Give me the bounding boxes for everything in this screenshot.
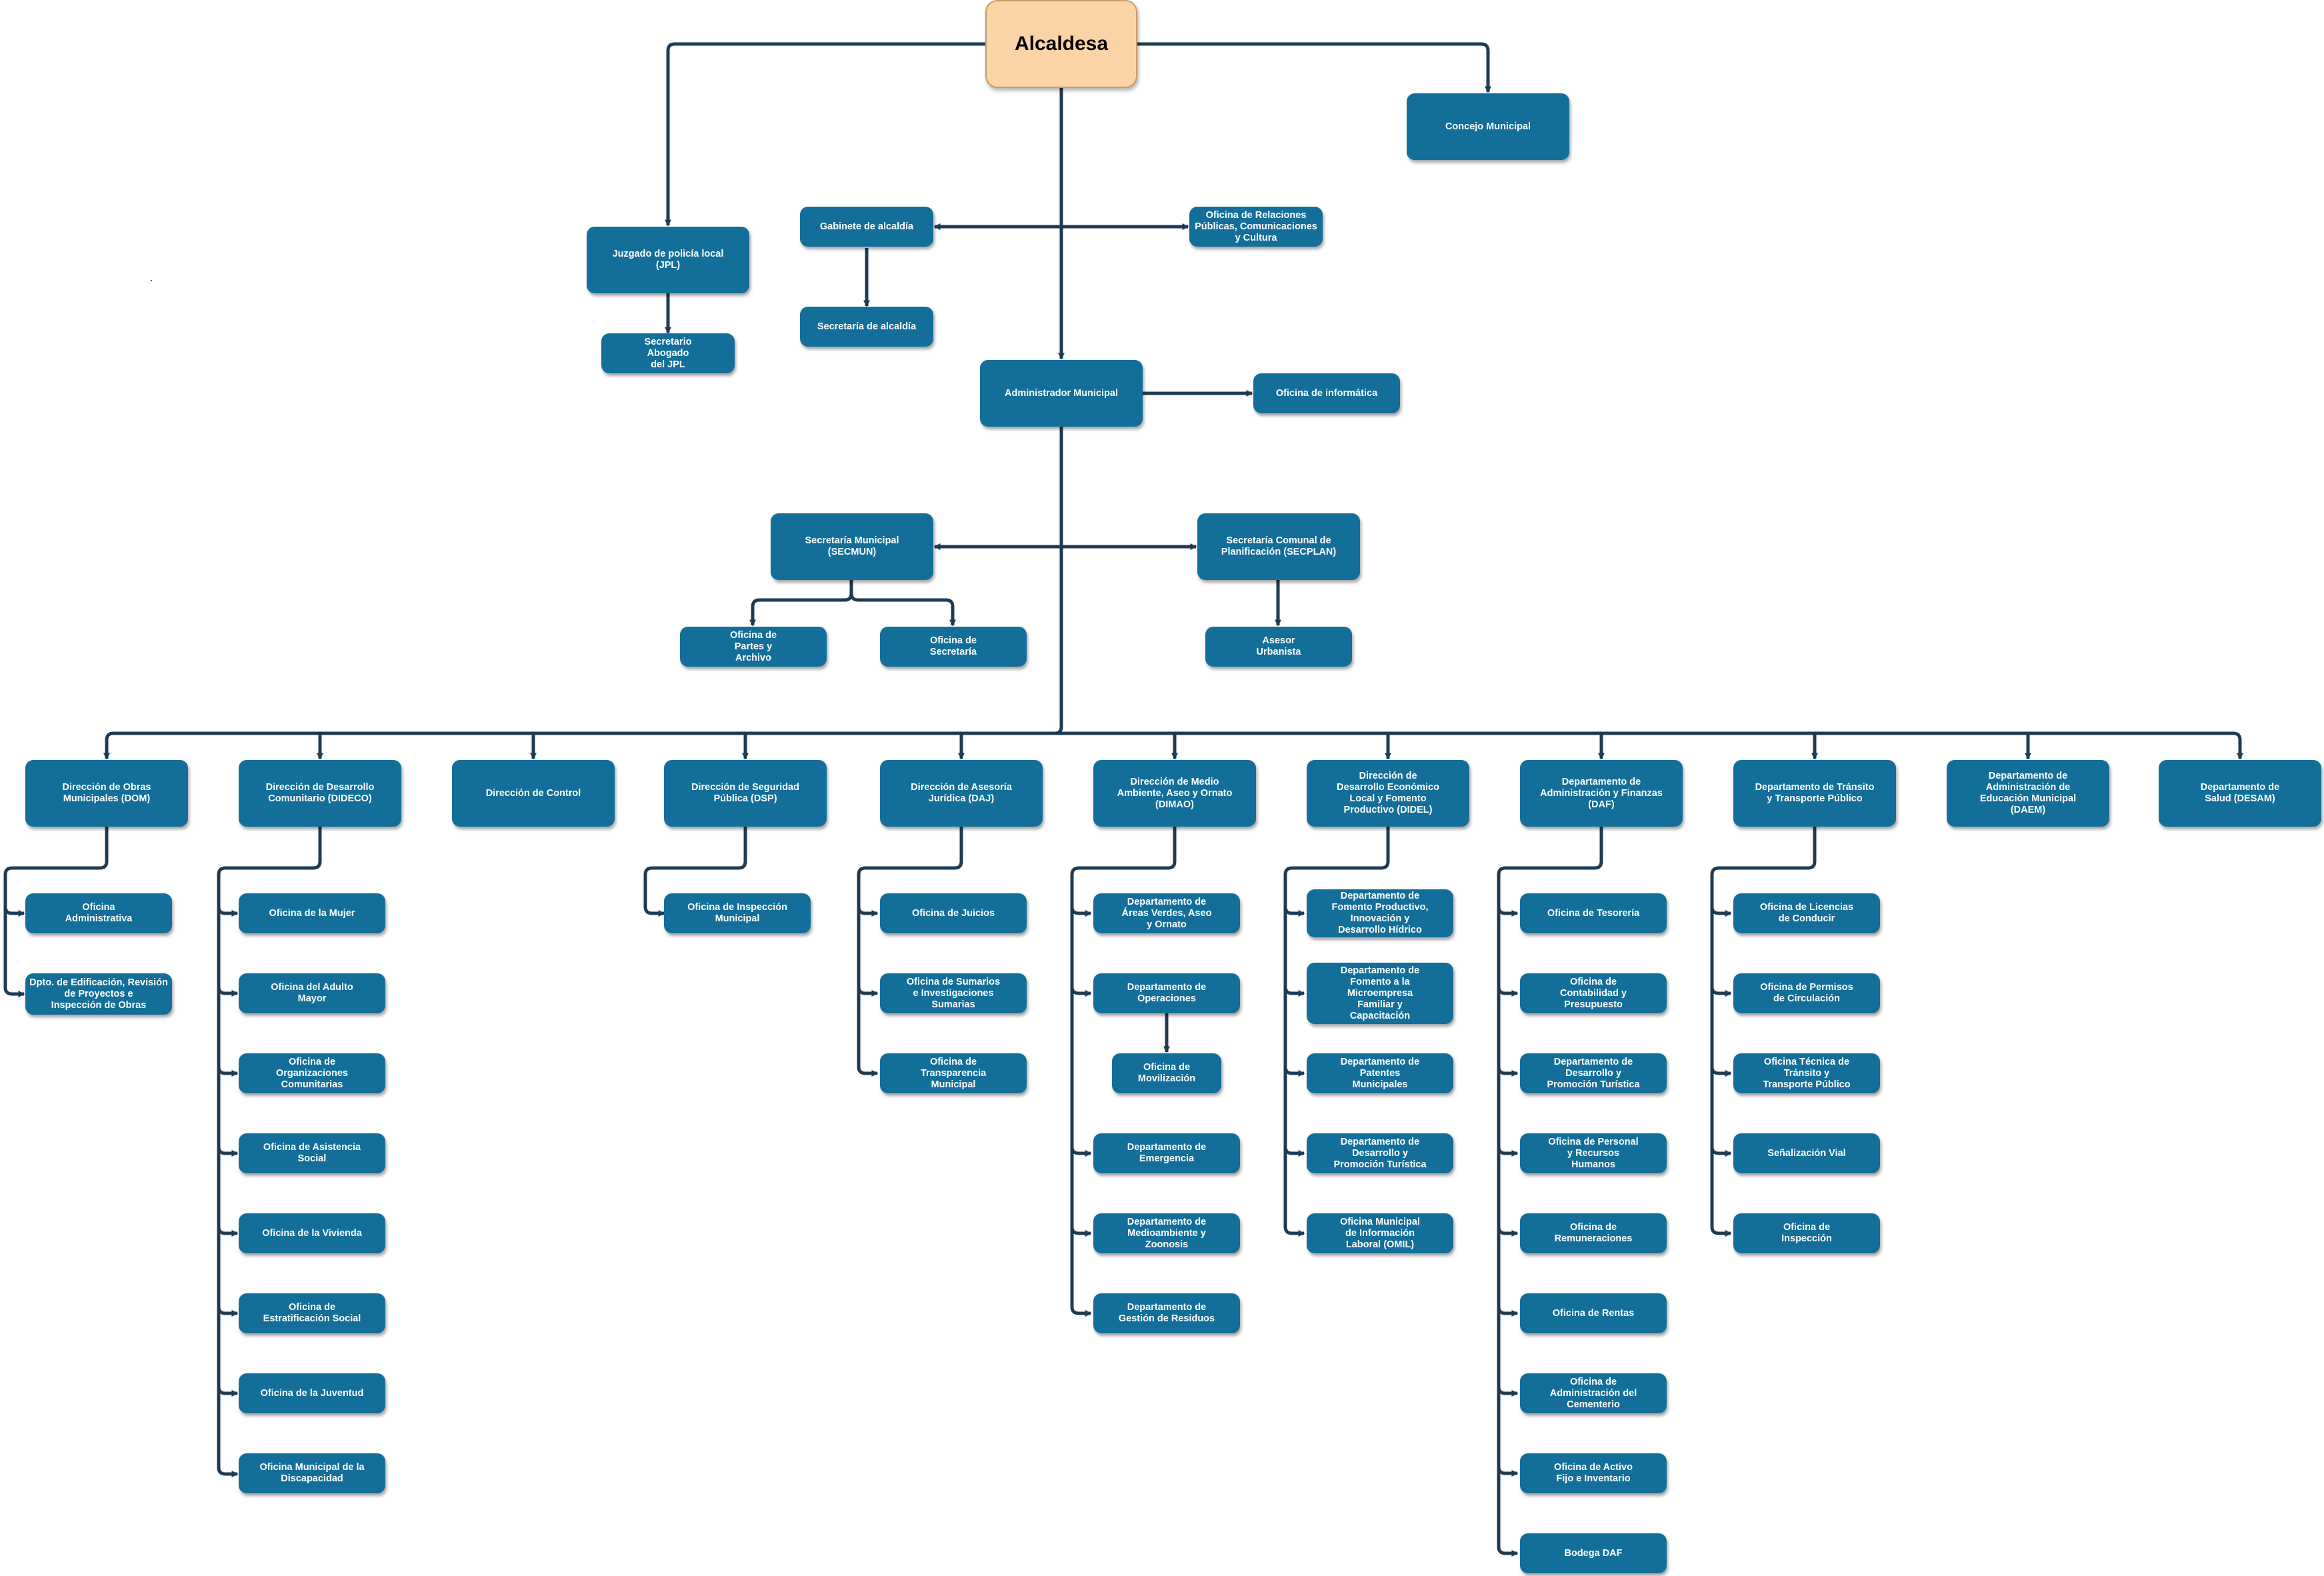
node-daj-juicios[interactable]: Oficina de Juicios (880, 893, 1027, 933)
node-didel-fomento-productivo[interactable]: Departamento de Fomento Productivo, Inno… (1307, 889, 1453, 937)
stray-dot (151, 280, 152, 281)
node-secretario-abogado-jpl[interactable]: Secretario Abogado del JPL (601, 333, 735, 373)
node-dsp-inspeccion-municipal[interactable]: Oficina de Inspección Municipal (664, 893, 811, 933)
node-daf[interactable]: Departamento de Administración y Finanza… (1520, 760, 1683, 827)
node-dideco-oficina-mujer[interactable]: Oficina de la Mujer (239, 893, 385, 933)
node-dideco-organizaciones-comunitarias[interactable]: Oficina de Organizaciones Comunitarias (239, 1053, 385, 1093)
node-dimao-operaciones[interactable]: Departamento de Operaciones (1093, 973, 1240, 1013)
node-dideco-juventud[interactable]: Oficina de la Juventud (239, 1373, 385, 1413)
node-desam[interactable]: Departamento de Salud (DESAM) (2159, 760, 2321, 827)
node-dimao[interactable]: Dirección de Medio Ambiente, Aseo y Orna… (1093, 760, 1256, 827)
node-gabinete-alcaldia[interactable]: Gabinete de alcaldía (800, 207, 933, 247)
node-dimao-emergencia[interactable]: Departamento de Emergencia (1093, 1133, 1240, 1173)
node-dsp[interactable]: Dirección de Seguridad Pública (DSP) (664, 760, 827, 827)
node-daf-contabilidad[interactable]: Oficina de Contabilidad y Presupuesto (1520, 973, 1667, 1013)
node-didel-omil[interactable]: Oficina Municipal de Información Laboral… (1307, 1213, 1453, 1253)
node-dideco[interactable]: Dirección de Desarrollo Comunitario (DID… (239, 760, 401, 827)
node-oficina-secretaria[interactable]: Oficina de Secretaría (880, 627, 1027, 667)
node-secretaria-municipal[interactable]: Secretaría Municipal (SECMUN) (771, 513, 933, 580)
node-dom-dpto-edificacion[interactable]: Dpto. de Edificación, Revisión de Proyec… (25, 973, 172, 1015)
node-dom[interactable]: Dirección de Obras Municipales (DOM) (25, 760, 188, 827)
node-daf-tesoreria[interactable]: Oficina de Tesorería (1520, 893, 1667, 933)
node-daf-bodega[interactable]: Bodega DAF (1520, 1533, 1667, 1573)
node-didel[interactable]: Dirección de Desarrollo Económico Local … (1307, 760, 1469, 827)
node-transito-oficina-tecnica[interactable]: Oficina Técnica de Tránsito y Transporte… (1733, 1053, 1880, 1093)
node-dideco-estratificacion-social[interactable]: Oficina de Estratificación Social (239, 1293, 385, 1333)
node-daj-transparencia[interactable]: Oficina de Transparencia Municipal (880, 1053, 1027, 1093)
node-oficina-relaciones-publicas[interactable]: Oficina de Relaciones Públicas, Comunica… (1189, 207, 1323, 247)
node-transito-licencias[interactable]: Oficina de Licencias de Conducir (1733, 893, 1880, 933)
node-juzgado-policia-local[interactable]: Juzgado de policía local (JPL) (587, 227, 749, 293)
node-daf-remuneraciones[interactable]: Oficina de Remuneraciones (1520, 1213, 1667, 1253)
node-dideco-vivienda[interactable]: Oficina de la Vivienda (239, 1213, 385, 1253)
node-didel-patentes[interactable]: Departamento de Patentes Municipales (1307, 1053, 1453, 1093)
node-didel-promocion-turistica[interactable]: Departamento de Desarrollo y Promoción T… (1307, 1133, 1453, 1173)
node-daf-rentas[interactable]: Oficina de Rentas (1520, 1293, 1667, 1333)
node-daem[interactable]: Departamento de Administración de Educac… (1947, 760, 2109, 827)
node-transito-senalizacion[interactable]: Señalización Vial (1733, 1133, 1880, 1173)
node-oficina-partes-archivo[interactable]: Oficina de Partes y Archivo (680, 627, 827, 667)
node-transito-permisos[interactable]: Oficina de Permisos de Circulación (1733, 973, 1880, 1013)
node-secplan[interactable]: Secretaría Comunal de Planificación (SEC… (1197, 513, 1360, 580)
node-dimao-medioambiente-zoonosis[interactable]: Departamento de Medioambiente y Zoonosis (1093, 1213, 1240, 1253)
node-alcaldesa[interactable]: Alcaldesa (985, 0, 1137, 88)
node-daf-recursos-humanos[interactable]: Oficina de Personal y Recursos Humanos (1520, 1133, 1667, 1173)
node-secretaria-alcaldia[interactable]: Secretaría de alcaldía (800, 307, 933, 347)
node-concejo-municipal[interactable]: Concejo Municipal (1407, 93, 1569, 160)
node-daf-cementerio[interactable]: Oficina de Administración del Cementerio (1520, 1373, 1667, 1413)
node-asesor-urbanista[interactable]: Asesor Urbanista (1205, 627, 1352, 667)
node-dideco-discapacidad[interactable]: Oficina Municipal de la Discapacidad (239, 1453, 385, 1493)
node-administrador-municipal[interactable]: Administrador Municipal (980, 360, 1143, 427)
node-didel-microempresa[interactable]: Departamento de Fomento a la Microempres… (1307, 963, 1453, 1024)
node-daj[interactable]: Dirección de Asesoría Jurídica (DAJ) (880, 760, 1043, 827)
node-dideco-adulto-mayor[interactable]: Oficina del Adulto Mayor (239, 973, 385, 1013)
node-dideco-asistencia-social[interactable]: Oficina de Asistencia Social (239, 1133, 385, 1173)
node-daf-desarrollo-turistica[interactable]: Departamento de Desarrollo y Promoción T… (1520, 1053, 1667, 1093)
node-dimao-areas-verdes[interactable]: Departamento de Áreas Verdes, Aseo y Orn… (1093, 893, 1240, 933)
node-dimao-movilizacion[interactable]: Oficina de Movilización (1112, 1053, 1221, 1093)
node-oficina-informatica[interactable]: Oficina de informática (1253, 373, 1400, 413)
node-dom-oficina-administrativa[interactable]: Oficina Administrativa (25, 893, 172, 933)
node-transito-inspeccion[interactable]: Oficina de Inspección (1733, 1213, 1880, 1253)
node-direccion-control[interactable]: Dirección de Control (452, 760, 615, 827)
node-daf-activo-fijo[interactable]: Oficina de Activo Fijo e Inventario (1520, 1453, 1667, 1493)
node-daj-sumarios[interactable]: Oficina de Sumarios e Investigaciones Su… (880, 973, 1027, 1013)
node-transito[interactable]: Departamento de Tránsito y Transporte Pú… (1733, 760, 1896, 827)
node-dimao-gestion-residuos[interactable]: Departamento de Gestión de Residuos (1093, 1293, 1240, 1333)
